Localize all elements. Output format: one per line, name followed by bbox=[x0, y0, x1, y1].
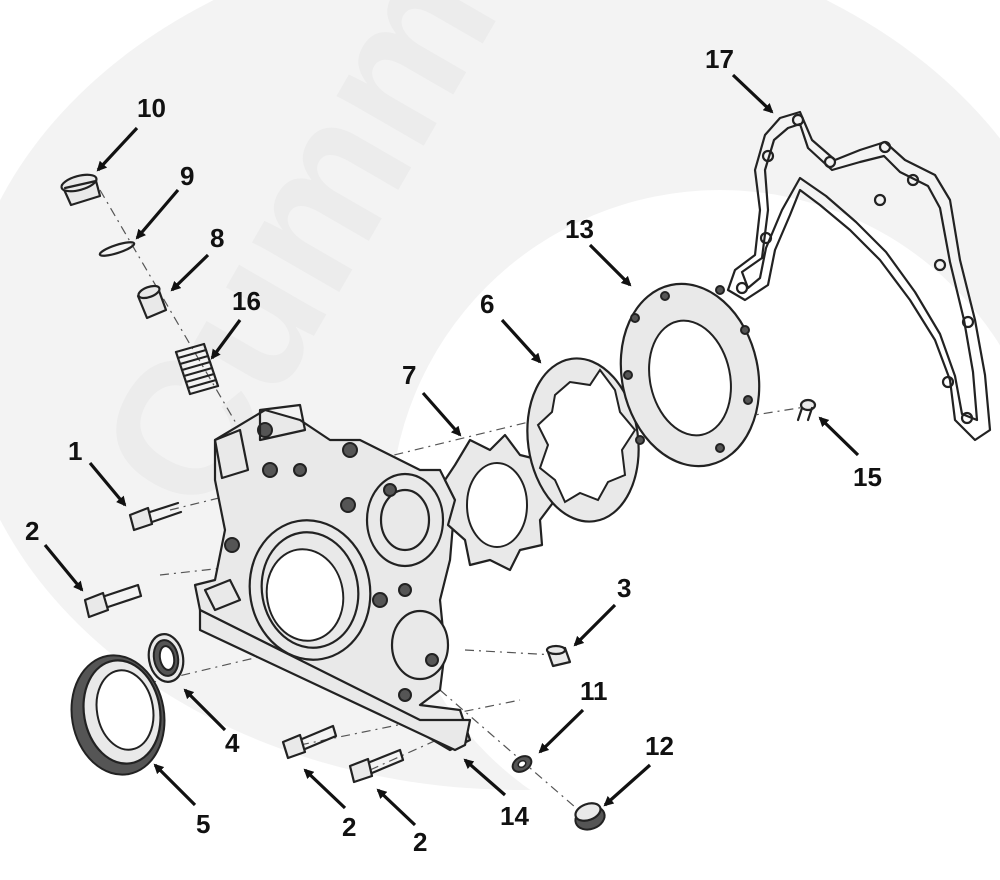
part-11-washer bbox=[511, 755, 533, 773]
leader-6 bbox=[500, 318, 542, 364]
part-front-cover bbox=[193, 403, 472, 752]
callout-13: 13 bbox=[565, 214, 594, 244]
leader-11 bbox=[538, 708, 585, 754]
leader-2-bottom-b bbox=[376, 788, 417, 827]
part-4-seal bbox=[147, 633, 185, 683]
part-1-bolt bbox=[128, 501, 183, 532]
leader-8 bbox=[170, 253, 210, 292]
part-2-bolt-bottom-a bbox=[281, 724, 338, 760]
callout-2-left: 2 bbox=[25, 516, 39, 546]
callout-11: 11 bbox=[580, 676, 608, 706]
callout-9: 9 bbox=[180, 161, 194, 191]
part-6-outer-gear bbox=[526, 357, 640, 523]
part-9-ring bbox=[98, 241, 136, 257]
leader-4 bbox=[183, 688, 227, 732]
part-16-spring bbox=[174, 342, 220, 396]
part-10-cap bbox=[60, 173, 102, 207]
callout-1: 1 bbox=[68, 436, 82, 466]
leader-2-bottom-a bbox=[303, 768, 347, 810]
leader-14 bbox=[463, 758, 507, 797]
leader-17 bbox=[731, 73, 774, 114]
part-13-cover-plate bbox=[619, 282, 761, 468]
callout-2-bottom-b: 2 bbox=[413, 827, 427, 857]
part-7-inner-gear bbox=[443, 433, 557, 572]
part-5-seal bbox=[70, 654, 166, 776]
part-12-plug bbox=[574, 802, 606, 831]
leader-13 bbox=[588, 243, 632, 287]
leader-3 bbox=[573, 603, 617, 647]
callout-6: 6 bbox=[480, 289, 494, 319]
callout-12: 12 bbox=[645, 731, 674, 761]
callout-7: 7 bbox=[402, 360, 416, 390]
leader-16 bbox=[210, 319, 242, 360]
leader-2-left bbox=[43, 543, 84, 592]
part-2-bolt-bottom-b bbox=[348, 748, 405, 784]
part-8-plunger bbox=[136, 284, 168, 320]
leader-arrows bbox=[43, 73, 860, 827]
callout-15: 15 bbox=[853, 462, 882, 492]
callout-2-bottom-a: 2 bbox=[342, 812, 356, 842]
callout-4: 4 bbox=[225, 728, 240, 758]
leader-1 bbox=[88, 461, 127, 507]
callout-17: 17 bbox=[705, 44, 734, 74]
part-3-dowel bbox=[545, 644, 572, 668]
part-17-gasket bbox=[726, 110, 992, 442]
callout-16: 16 bbox=[232, 286, 261, 316]
callout-8: 8 bbox=[210, 223, 224, 253]
callout-10: 10 bbox=[137, 93, 166, 123]
callout-5: 5 bbox=[196, 809, 210, 839]
leader-10 bbox=[96, 126, 139, 172]
part-15-screw bbox=[796, 398, 817, 422]
callout-14: 14 bbox=[500, 801, 529, 831]
leader-12 bbox=[603, 763, 652, 807]
leader-5 bbox=[153, 763, 197, 807]
part-2-bolt-left bbox=[83, 583, 143, 619]
leader-7 bbox=[421, 391, 462, 437]
leader-9 bbox=[135, 188, 180, 240]
callout-labels: 10 9 8 16 1 2 4 5 2 2 14 11 12 3 7 6 13 … bbox=[25, 44, 882, 857]
leader-15 bbox=[818, 416, 860, 457]
callout-3: 3 bbox=[617, 573, 631, 603]
